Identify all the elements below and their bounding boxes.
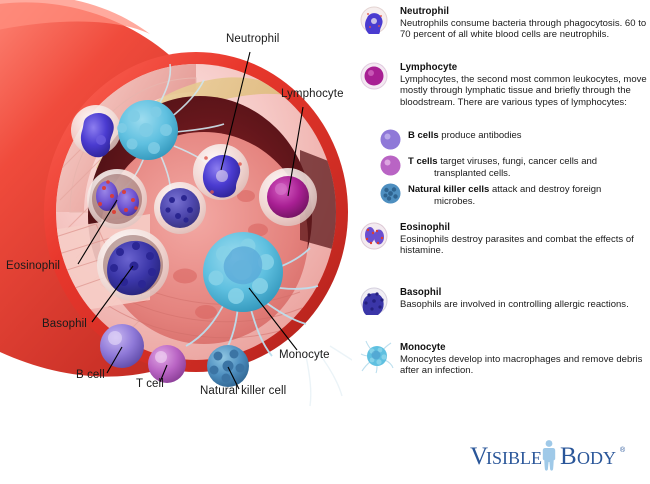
legend-rest-b-cell: produce antibodies	[438, 130, 522, 141]
cell-neutrophil-labeled	[193, 144, 249, 200]
cell-monocyte-ghost	[305, 345, 352, 407]
human-body-silhouette-icon	[542, 440, 556, 471]
natural-killer-cell-icon	[380, 183, 401, 204]
logo-registered-mark: ®	[620, 446, 626, 454]
cut-shadow-right	[300, 150, 336, 250]
callout-b-cell: B cell	[76, 369, 105, 381]
cell-monocyte-labeled	[185, 232, 319, 361]
legend-description-neutrophil: Neutrophils consume bacteria through pha…	[400, 17, 647, 41]
legend-indent-natural-killer-cell: microbes.	[434, 195, 476, 207]
legend-title-neutrophil: Neutrophil	[400, 6, 449, 17]
vessel-artwork	[0, 0, 352, 407]
cell-b-cell	[100, 324, 144, 368]
legend-indent-t-cell: transplanted cells.	[434, 167, 511, 179]
cell-lymphocyte-labeled	[259, 168, 317, 226]
logo-word-visible-cap: V	[470, 443, 488, 470]
cell-neutrophil-upper-left	[71, 105, 121, 158]
basophil-cell-icon	[360, 287, 388, 315]
visible-body-wordmark: V ISIBLE B ODY ®	[470, 440, 626, 471]
legend-rest-natural-killer-cell: attack and destroy foreign	[489, 184, 602, 195]
b-cell-icon	[380, 129, 401, 150]
t-cell-icon	[380, 155, 401, 176]
cell-granulocyte-center	[154, 182, 206, 234]
cell-t-cell	[148, 345, 186, 383]
cell-natural-killer	[207, 345, 249, 387]
legend-subtype-text-t-cell: T cells target viruses, fungi, cancer ce…	[408, 156, 633, 179]
lymphocyte-cell-icon	[360, 62, 388, 90]
legend-subtype-text-natural-killer-cell: Natural killer cells attack and destroy …	[408, 184, 633, 207]
cell-eosinophil	[87, 169, 147, 229]
legend-title-lymphocyte: Lymphocyte	[400, 62, 458, 73]
legend-description-monocyte: Monocytes develop into macrophages and r…	[400, 353, 643, 377]
legend-title-monocyte: Monocyte	[400, 342, 446, 353]
vessel-highlight	[0, 0, 150, 34]
visible-body-logo[interactable]: V ISIBLE B ODY ®	[470, 438, 642, 472]
legend-rest-t-cell: target viruses, fungi, cancer cells and	[437, 156, 598, 167]
callout-neutrophil: Neutrophil	[226, 33, 280, 45]
cell-type-legend: Neutrophil Neutrophils consume bacteria …	[360, 0, 650, 400]
callout-lymphocyte: Lymphocyte	[281, 88, 344, 100]
legend-term-b-cell: B cells	[408, 130, 439, 141]
logo-word-visible-rest: ISIBLE	[486, 448, 542, 468]
callout-basophil: Basophil	[42, 318, 87, 330]
eosinophil-cell-icon	[360, 222, 388, 250]
callout-monocyte: Monocyte	[279, 349, 330, 361]
legend-description-eosinophil: Eosinophils destroy parasites and combat…	[400, 233, 634, 257]
legend-description-lymphocyte: Lymphocytes, the second most common leuk…	[400, 73, 647, 108]
legend-term-natural-killer-cell: Natural killer cells	[408, 184, 490, 195]
blood-vessel-illustration: Neutrophil Lymphocyte Eosinophil Basophi…	[0, 0, 352, 420]
legend-description-basophil: Basophils are involved in controlling al…	[400, 298, 629, 310]
monocyte-cell-icon	[360, 340, 394, 374]
legend-title-basophil: Basophil	[400, 287, 442, 298]
legend-term-t-cell: T cells	[408, 156, 438, 167]
cell-basophil-large	[97, 229, 169, 301]
logo-word-body-cap: B	[560, 443, 577, 470]
logo-word-body-rest: ODY	[577, 448, 616, 468]
callout-t-cell: T cell	[136, 378, 164, 390]
leader-lines	[77, 51, 304, 390]
callout-eosinophil: Eosinophil	[6, 260, 61, 272]
neutrophil-cell-icon	[360, 6, 388, 34]
legend-title-eosinophil: Eosinophil	[400, 222, 451, 233]
legend-subtype-text-b-cell: B cells produce antibodies	[408, 130, 633, 142]
callout-natural-killer-cell: Natural killer cell	[200, 385, 287, 397]
